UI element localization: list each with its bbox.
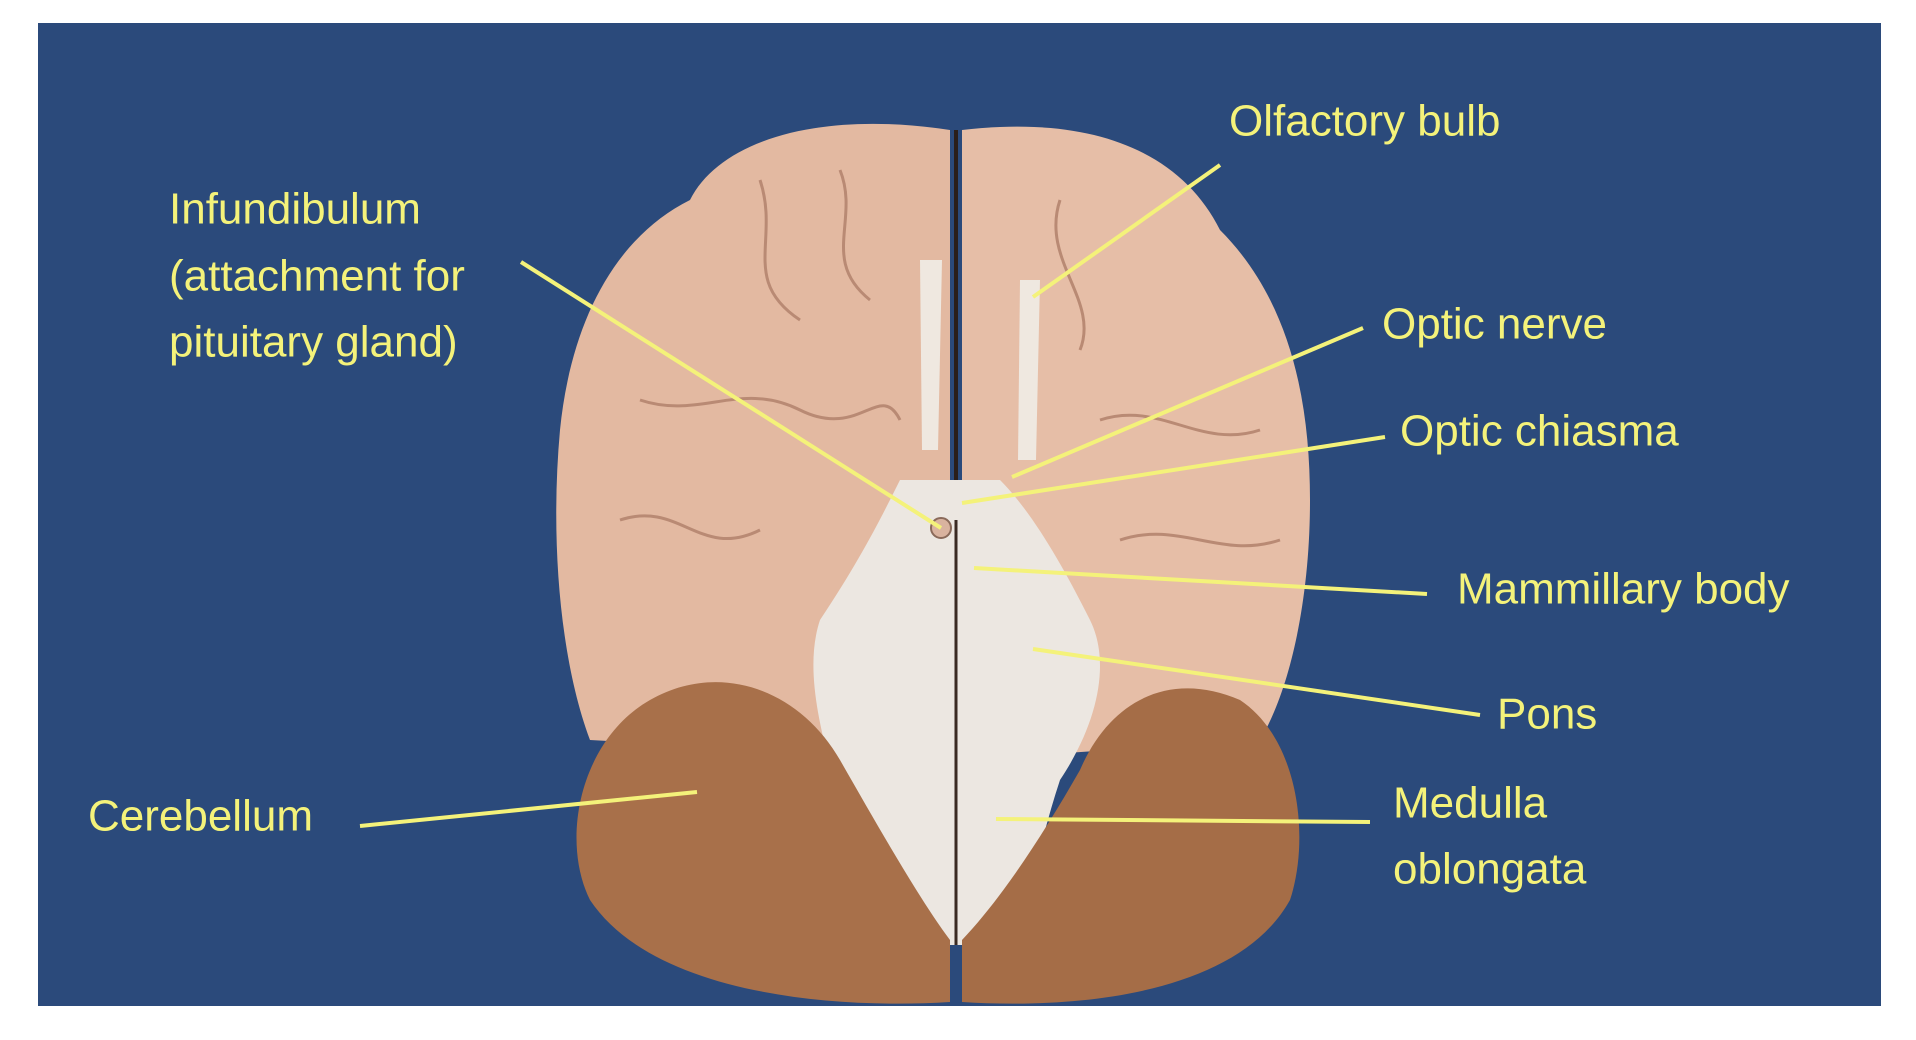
right-cerebellar-hemisphere [962,688,1300,1004]
label-optic-chiasma: Optic chiasma [1400,407,1679,456]
label-cerebellum: Cerebellum [88,792,313,841]
olfactory-tract-left [920,260,942,450]
cerebellum-pointer [359,790,698,828]
label-infundibulum-line1: Infundibulum [169,185,421,234]
pons-pointer [1032,647,1481,717]
label-medulla-line2: oblongata [1393,845,1587,894]
infundibulum-pointer [519,260,943,530]
olfactory-tract-right [1018,280,1040,460]
label-pons: Pons [1497,690,1597,739]
label-infundibulum-line3: pituitary gland) [169,318,458,367]
label-mammillary-body: Mammillary body [1457,565,1790,614]
olfactory-bulb-pointer [1031,163,1222,299]
pointer-lines [359,163,1481,828]
brain-illustration [556,123,1310,1004]
mammillary-body-pointer [973,566,1428,596]
optic-chiasma-pointer [961,435,1386,505]
label-optic-nerve: Optic nerve [1382,300,1607,349]
left-cerebellar-hemisphere [576,682,950,1004]
optic-nerve-pointer [1011,326,1364,479]
gyri-lines [619,169,1281,548]
medulla-pointer [995,817,1371,824]
label-olfactory-bulb: Olfactory bulb [1229,97,1500,146]
label-infundibulum-line2: (attachment for [169,252,465,301]
label-medulla-line1: Medulla [1393,779,1548,828]
